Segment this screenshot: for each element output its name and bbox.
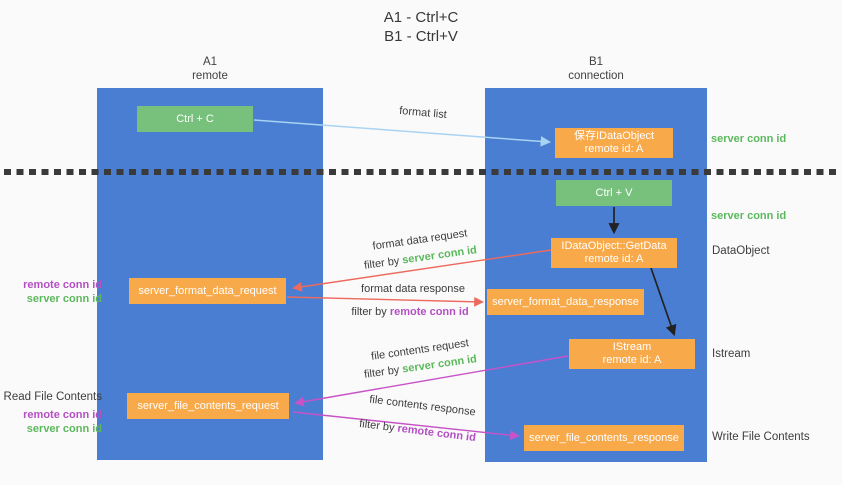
diagram-title: A1 - Ctrl+C B1 - Ctrl+V — [0, 8, 842, 46]
server-file-contents-request-label: server_file_contents_request — [137, 399, 279, 412]
filter-by-text: filter by — [358, 417, 396, 435]
server-conn-id-text: server conn id — [401, 244, 478, 267]
getdata-box: IDataObject::GetData remote id: A — [551, 238, 677, 268]
dataobject-label: DataObject — [712, 245, 770, 257]
title-line-a1: A1 - Ctrl+C — [383, 9, 459, 26]
write-file-contents-label: Write File Contents — [712, 431, 810, 443]
read-file-contents-label: Read File Contents — [3, 391, 102, 403]
remote-conn-id-text: remote conn id — [389, 306, 469, 318]
format-data-response-label: format data response — [361, 283, 465, 295]
istream-line2: remote id: A — [602, 354, 662, 366]
ctrl-c-box: Ctrl + C — [137, 106, 253, 132]
column-b-role: connection — [568, 70, 624, 82]
server-file-contents-response-box: server_file_contents_response — [524, 425, 684, 451]
ctrl-v-label: Ctrl + V — [595, 186, 633, 199]
server-conn-id-right-top: server conn id — [711, 133, 787, 145]
server-format-data-response-box: server_format_data_response — [487, 289, 644, 315]
server-file-contents-response-label: server_file_contents_response — [529, 431, 679, 444]
server-format-data-request-label: server_format_data_request — [138, 284, 277, 297]
remote-conn-id-text: remote conn id — [396, 422, 477, 445]
dotted-separator-line — [4, 169, 838, 175]
getdata-line1: IDataObject::GetData — [561, 240, 667, 252]
file-contents-response-label: file contents response — [368, 393, 477, 419]
server-format-data-response-label: server_format_data_response — [492, 295, 639, 308]
format-list-label: format list — [398, 104, 448, 122]
istream-box: IStream remote id: A — [569, 339, 695, 369]
istream-side-label: Istream — [712, 348, 751, 360]
server-conn-id-left-top: server conn id — [26, 293, 102, 305]
file-contents-response-filter-label: filter by remote conn id — [330, 414, 505, 447]
column-a-id: A1 — [202, 56, 218, 68]
ctrl-c-label: Ctrl + C — [176, 112, 214, 125]
server-conn-id-right-mid: server conn id — [711, 210, 787, 222]
column-a-role: remote — [192, 70, 228, 82]
server-file-contents-request-box: server_file_contents_request — [127, 393, 289, 419]
save-dataobject-line1: 保存IDataObject — [573, 130, 655, 142]
save-dataobject-box: 保存IDataObject remote id: A — [555, 128, 673, 158]
server-conn-id-left-bottom: server conn id — [26, 423, 102, 435]
istream-line1: IStream — [612, 341, 652, 353]
title-line-b1: B1 - Ctrl+V — [384, 28, 458, 45]
ctrl-v-box: Ctrl + V — [556, 180, 672, 206]
column-b-header: B1 connection — [485, 55, 707, 83]
remote-conn-id-left-top: remote conn id — [23, 279, 102, 291]
column-a-header: A1 remote — [97, 55, 323, 83]
column-b-id: B1 — [588, 56, 604, 68]
server-format-data-request-box: server_format_data_request — [129, 278, 286, 304]
save-dataobject-line2: remote id: A — [584, 143, 644, 155]
format-data-response-filter-label: filter by remote conn id — [330, 306, 490, 318]
filter-by-text: filter by — [351, 306, 387, 318]
getdata-line2: remote id: A — [584, 253, 644, 265]
remote-conn-id-left-bottom: remote conn id — [23, 409, 102, 421]
filter-by-text: filter by — [363, 255, 401, 272]
filter-by-text: filter by — [363, 364, 401, 381]
